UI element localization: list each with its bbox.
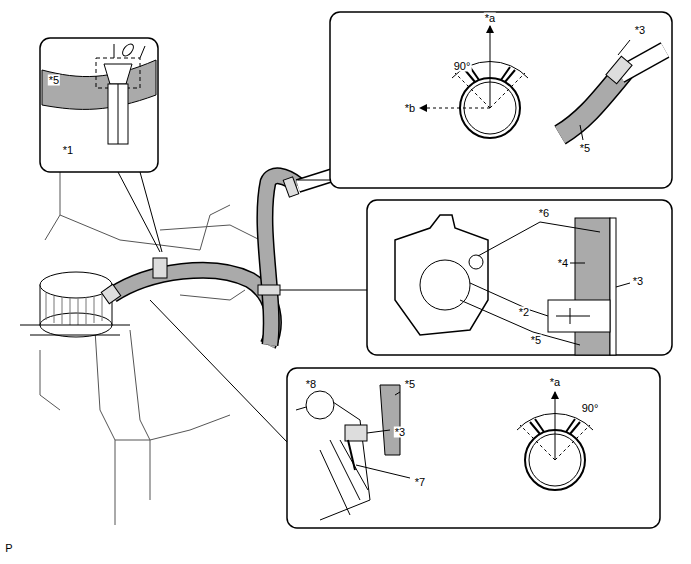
callout-number: *5 [530,335,542,346]
inset-frames [40,12,672,528]
callout-number: *7 [414,477,426,488]
callout-number: *b [404,103,416,114]
callout-number: *5 [48,75,60,86]
callout-number: 90° [453,61,472,72]
callout-number: P [4,543,13,554]
callout-number: *5 [404,379,416,390]
callout-number: *5 [579,143,591,154]
bracket-detail [395,215,630,355]
callout-number: *1 [62,145,74,156]
callout-number: *8 [305,379,317,390]
callout-number: *3 [634,25,646,36]
leader-lines [118,172,367,442]
callout-number: *3 [632,276,644,287]
callout-number: *a [484,13,496,24]
callout-number: *3 [394,427,406,438]
callout-number: *4 [557,258,569,269]
callout-number: *6 [538,208,550,219]
callout-number: *2 [518,307,530,318]
callout-number: *a [549,377,561,388]
callout-number: 90° [581,403,600,414]
pump-clamp-detail [296,385,593,520]
clamp-detail [420,26,665,140]
clip-detail [42,42,156,144]
